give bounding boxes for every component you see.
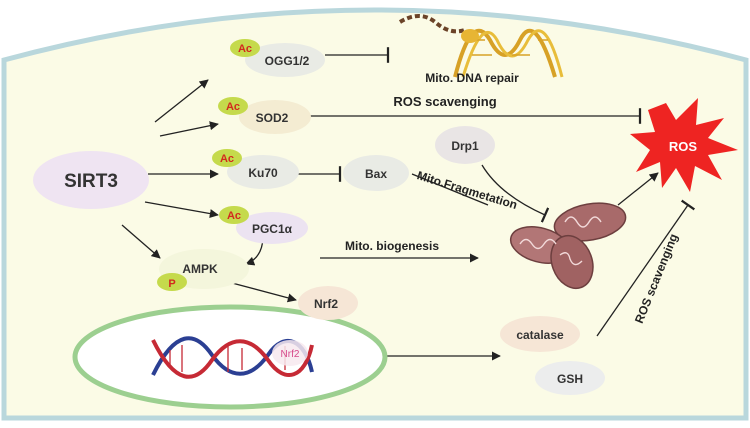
pgc1a-ac-label: Ac (227, 210, 241, 222)
sod2-ac-label: Ac (226, 101, 240, 113)
sirt3-label: SIRT3 (64, 171, 118, 192)
sod2-label: SOD2 (256, 111, 289, 125)
ku70-ac-badge (212, 149, 242, 167)
ampk-p-label: P (168, 278, 175, 290)
sod2-node[interactable] (239, 100, 311, 134)
arrow-ampk-nrf2 (231, 282, 297, 303)
arrow-sirt3-sod2 (159, 121, 219, 137)
nrf2-label: Nrf2 (314, 297, 338, 311)
ku70-node[interactable] (227, 155, 299, 189)
bax-label: Bax (365, 167, 387, 181)
nrf2-nucleus-label: Nrf2 (281, 349, 300, 360)
arrow-sirt3-ogg (154, 79, 209, 123)
mito-dna-repair-label: Mito. DNA repair (425, 71, 519, 85)
arrow-sirt3-pgc1a (144, 201, 219, 219)
nrf2-nucleus-node (272, 340, 308, 366)
ku70-label: Ku70 (248, 166, 278, 180)
repair-enzyme-icon (461, 29, 479, 43)
nucleus (72, 304, 388, 410)
drp1-node[interactable] (435, 126, 495, 164)
gsh-label: GSH (557, 372, 583, 386)
arrow-mito-ros (617, 172, 659, 206)
mito-biogenesis-label: Mito. biogenesis (345, 239, 439, 253)
nrf2-node[interactable] (298, 286, 358, 320)
pgc1a-ac-badge (219, 206, 249, 224)
ampk-label: AMPK (182, 262, 218, 276)
sirt3-node[interactable] (33, 151, 149, 209)
inhibit-scavenging-ros (596, 199, 696, 337)
ogg-label: OGG1/2 (265, 54, 310, 68)
ogg-node[interactable] (245, 43, 325, 77)
inhibit-bax-mito (411, 173, 489, 206)
ku70-ac-label: Ac (220, 153, 234, 165)
catalase-label: catalase (516, 328, 564, 342)
pgc1a-label: PGC1α (252, 222, 293, 236)
catalase-node[interactable] (500, 316, 580, 352)
ros-burst-icon (630, 98, 738, 192)
pgc1a-node[interactable] (236, 212, 308, 244)
ampk-p-badge (157, 273, 187, 291)
sod2-ac-badge (218, 97, 248, 115)
mitochondria-icon (509, 202, 627, 290)
inhibit-drp1-mito (481, 164, 550, 223)
drp1-label: Drp1 (451, 139, 479, 153)
ogg-ac-label: Ac (238, 43, 252, 55)
gsh-node[interactable] (535, 361, 605, 395)
dna-fragment-icon (398, 14, 466, 34)
mito-dna-helix (398, 14, 564, 78)
arrow-sirt3-ampk (121, 224, 161, 259)
ros-scavenging-top-label: ROS scavenging (393, 94, 496, 109)
bax-node[interactable] (343, 155, 409, 191)
ogg-ac-badge (230, 39, 260, 57)
ros-label: ROS (669, 139, 698, 154)
